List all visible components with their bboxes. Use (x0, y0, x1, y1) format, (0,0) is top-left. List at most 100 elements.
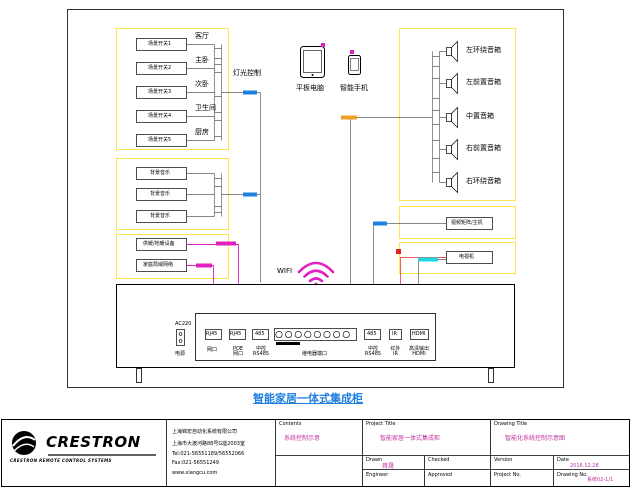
company-name: 上海锦宏自动化系统有限公司 (172, 429, 238, 435)
bg-music-3-label: 背景音乐 (150, 213, 171, 219)
bg-music-1-label: 背景音乐 (150, 170, 171, 176)
relay-terminal-strip (274, 328, 357, 341)
speaker-center-label: 中置音箱 (466, 112, 494, 120)
room-second-bedroom-label: 次卧 (195, 80, 209, 88)
port-rj45-poe-code: RJ45 (230, 331, 242, 337)
poe-line-marker (216, 241, 236, 246)
crestron-logo-text: CRESTRON (46, 433, 141, 451)
video-matrix-label: 视频矩阵/主机 (451, 220, 483, 226)
security-panel (116, 234, 239, 331)
ir-marker (396, 249, 401, 254)
contents-value: 系统控制示意 (284, 435, 321, 442)
cabinet-foot-left (136, 368, 142, 383)
title-block (1, 419, 630, 487)
crestron-logo-icon (12, 431, 36, 455)
speaker-right-front-label: 右前置音箱 (466, 144, 501, 152)
room-living-room-label: 客厅 (195, 32, 209, 40)
power-label: 电源 (175, 351, 186, 357)
power-socket (176, 329, 185, 346)
lighting-bus-marker (243, 90, 257, 95)
relay-terminal (333, 330, 341, 338)
rs485-port-right (364, 329, 381, 340)
crestron-logo-subtitle: CRESTRON REMOTE CONTROL SYSTEMS (10, 458, 112, 463)
wifi-label: WIFI (277, 267, 293, 275)
audio-line-marker (341, 115, 357, 120)
port-rj45-poe-label: POE 网口 (232, 346, 244, 357)
port-hdmi-label: 高清输出 HDMI (408, 346, 429, 357)
scene-switch-2-label: 场景开关2 (148, 65, 172, 71)
scene-switch-3-label: 场景开关3 (148, 89, 172, 95)
scene-switch-4-label: 场景开关4 (148, 113, 172, 119)
rj45-poe-port (229, 329, 246, 340)
room-bathroom-label: 卫生间 (195, 104, 216, 112)
port-rj45-lan-code: RJ45 (206, 331, 218, 337)
relay-terminal (285, 330, 293, 338)
project-title-value: 智能家居一体式集成柜 (380, 435, 441, 442)
company-address: 上海市大渡河路88号G座2003室 (172, 441, 245, 447)
rj45-lan-port (205, 329, 222, 340)
phone-label: 智能手机 (340, 84, 368, 92)
cabinet-foot-right (488, 368, 494, 383)
speaker-right-surround-label: 右环绕音箱 (466, 177, 501, 185)
relay-label-bar (276, 342, 300, 345)
drawing-frame (67, 9, 564, 388)
drawn-header: Drawn (366, 457, 383, 463)
home-lan-label: 家庭局域网络 (143, 262, 174, 268)
project-no-header: Project No. (494, 472, 521, 478)
speaker-left-surround-label: 左环绕音箱 (466, 46, 501, 54)
cabinet-caption: 智能家居一体式集成柜 (253, 392, 363, 405)
port-rj45-lan-label: 网口 (207, 347, 218, 353)
mobile-devices (300, 43, 361, 78)
wifi-icon (297, 261, 335, 286)
drawing-no-header: Drawing No. (557, 472, 588, 478)
bg-music-2-label: 背景音乐 (150, 191, 171, 197)
contents-header: Contents (279, 421, 302, 427)
cabinet-inner-panel (195, 313, 436, 361)
drawing-no-value: 系统02-1/1 (587, 477, 614, 483)
company-fax: Fax:021-56551249 (172, 460, 219, 466)
port-ir-label: 红外 IR (390, 346, 401, 357)
port-rs485-right-code: 485 (367, 331, 377, 337)
relay-terminal (275, 330, 283, 338)
port-rs485-left-label: 中控 RS485 (252, 346, 270, 357)
date-header: Date (557, 457, 569, 463)
version-header: Version (494, 457, 513, 463)
ir-port (389, 329, 402, 340)
drawing-title-value: 智能化系统控制示意图 (505, 435, 566, 442)
port-rs485-left-code: 485 (255, 331, 265, 337)
music-bus-marker (243, 192, 257, 197)
rs485-port-left (252, 329, 269, 340)
engineer-header: Engineer (366, 472, 389, 478)
relay-terminal (294, 330, 302, 338)
lan-line-marker (196, 263, 212, 268)
relay-port-label: 继电器端口 (302, 351, 328, 357)
drawing-title-header: Drawing Title (494, 421, 528, 427)
date-value: 2016.12.28 (570, 463, 599, 469)
tablet-label: 平板电脑 (296, 84, 324, 92)
speaker-panel (341, 28, 516, 331)
speaker-left-front-label: 左前置音箱 (466, 78, 501, 86)
port-ir-code: IR (392, 331, 397, 337)
hdmi-line-marker (418, 257, 438, 262)
project-title-header: Project Title (366, 421, 396, 427)
company-tel: Tel:021-56551189/56552066 (172, 451, 245, 457)
scene-switch-1-label: 场景开关1 (148, 41, 172, 47)
port-rs485-right-label: 中控 RS485 (364, 346, 382, 357)
relay-terminal (323, 330, 331, 338)
hdmi-port (410, 329, 429, 340)
lighting-control-label: 灯光控制 (233, 69, 261, 77)
power-code-label: AC220 (175, 321, 192, 327)
company-web: www.xiangcu.com (172, 470, 218, 476)
lighting-panel (116, 28, 261, 283)
drawn-value: 蒋晟 (382, 463, 395, 470)
room-kitchen-label: 厨房 (195, 128, 209, 136)
integration-cabinet (116, 284, 515, 383)
approved-header: Approved (428, 472, 452, 478)
tv-label: 电视机 (459, 254, 475, 260)
checked-header: Checked (428, 457, 450, 463)
background-music-panel (116, 158, 261, 230)
port-hdmi-code: HDMI (412, 331, 426, 337)
relay-terminal (342, 330, 350, 338)
